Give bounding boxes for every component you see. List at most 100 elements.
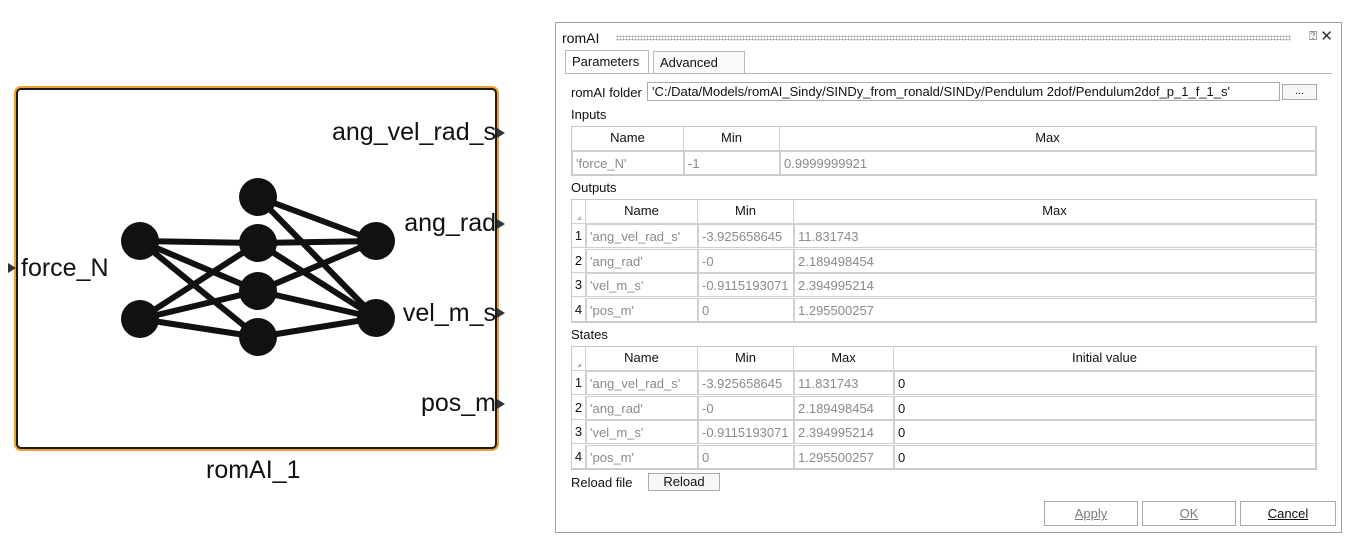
- network-edge: [139, 288, 259, 322]
- network-node: [239, 318, 277, 356]
- network-node: [239, 224, 277, 262]
- network-edge: [255, 194, 379, 321]
- network-node: [239, 178, 277, 216]
- question-icon[interactable]: ⍰: [1309, 28, 1317, 43]
- state-row-index: 1: [572, 371, 586, 395]
- romai-block[interactable]: [16, 88, 497, 449]
- dialog-title: romAI: [562, 30, 600, 46]
- network-node: [121, 222, 159, 260]
- ok-button[interactable]: OK: [1142, 501, 1236, 526]
- input-port-force-n: force_N: [21, 254, 109, 282]
- output-min-cell[interactable]: -3.925658645: [698, 224, 794, 248]
- inputs-section-label: Inputs: [571, 107, 607, 122]
- state-min-cell[interactable]: -0.9115193071: [698, 420, 794, 444]
- output-min-cell[interactable]: -0.9115193071: [698, 273, 794, 297]
- state-min-cell[interactable]: 0: [698, 444, 794, 469]
- output-min-cell[interactable]: 0: [698, 297, 794, 322]
- tab-advanced[interactable]: Advanced: [653, 51, 745, 73]
- network-edge: [257, 315, 377, 340]
- state-min-cell[interactable]: -0: [698, 395, 794, 420]
- column-header-name[interactable]: Name: [586, 347, 698, 371]
- column-header-min[interactable]: Min: [698, 200, 794, 224]
- network-node: [357, 299, 395, 337]
- column-header-min[interactable]: Min: [698, 347, 794, 371]
- column-header-initial-value[interactable]: Initial value: [894, 347, 1316, 371]
- state-initial-value-cell[interactable]: 0: [894, 420, 1316, 444]
- output-port-arrow[interactable]: [497, 399, 505, 409]
- output-port-ang-rad: ang_rad: [404, 209, 496, 237]
- state-initial-value-cell[interactable]: 0: [894, 444, 1316, 469]
- table-row: 'force_N' -1 0.9999999921: [572, 151, 1316, 175]
- network-edge: [138, 240, 260, 322]
- column-header-min[interactable]: Min: [684, 127, 780, 151]
- state-name-cell[interactable]: 'ang_vel_rad_s': [586, 371, 698, 395]
- output-min-cell[interactable]: -0: [698, 248, 794, 273]
- state-min-cell[interactable]: -3.925658645: [698, 371, 794, 395]
- state-name-cell[interactable]: 'pos_m': [586, 444, 698, 469]
- output-port-pos-m: pos_m: [420, 389, 496, 417]
- title-bar-grip[interactable]: [616, 35, 1291, 41]
- browse-button[interactable]: ...: [1282, 84, 1317, 100]
- column-header-max[interactable]: Max: [794, 200, 1316, 224]
- input-port-arrow[interactable]: [8, 263, 16, 273]
- tab-parameters[interactable]: Parameters: [565, 50, 649, 74]
- block-name-label[interactable]: romAI_1: [206, 456, 301, 484]
- output-port-vel-m-s: vel_m_s: [402, 299, 496, 327]
- output-name-cell[interactable]: 'pos_m': [586, 297, 698, 322]
- folder-label: romAI folder: [571, 85, 642, 100]
- output-port-ang-vel-rad-s: ang_vel_rad_s: [331, 118, 496, 146]
- apply-button[interactable]: Apply: [1044, 501, 1138, 526]
- state-initial-value-cell[interactable]: 0: [894, 371, 1316, 395]
- input-min-cell[interactable]: -1: [684, 151, 780, 175]
- output-max-cell[interactable]: 2.189498454: [794, 248, 1316, 273]
- output-max-cell[interactable]: 2.394995214: [794, 273, 1316, 297]
- network-edge: [256, 238, 378, 294]
- cancel-button[interactable]: Cancel: [1240, 501, 1336, 526]
- folder-path-field[interactable]: 'C:/Data/Models/romAI_Sindy/SINDy_from_r…: [647, 82, 1280, 101]
- output-row-index: 3: [572, 273, 586, 297]
- table-header: Name Min Max: [572, 200, 1316, 224]
- output-max-cell[interactable]: 1.295500257: [794, 297, 1316, 322]
- output-name-cell[interactable]: 'ang_rad': [586, 248, 698, 273]
- column-header-name[interactable]: Name: [572, 127, 684, 151]
- output-port-arrow[interactable]: [497, 128, 505, 138]
- output-name-cell[interactable]: 'vel_m_s': [586, 273, 698, 297]
- close-icon[interactable]: ✕: [1320, 28, 1333, 45]
- state-initial-value-cell[interactable]: 0: [894, 395, 1316, 420]
- output-port-arrow[interactable]: [497, 219, 505, 229]
- state-max-cell[interactable]: 1.295500257: [794, 444, 894, 469]
- neural-network-icon: [121, 178, 395, 356]
- states-section-label: States: [571, 327, 608, 342]
- row-index-header: [572, 347, 586, 371]
- table-header: Name Min Max Initial value: [572, 347, 1316, 371]
- select-all-corner-icon[interactable]: [577, 363, 581, 367]
- network-node: [357, 222, 395, 260]
- state-name-cell[interactable]: 'ang_rad': [586, 395, 698, 420]
- output-max-cell[interactable]: 11.831743: [794, 224, 1316, 248]
- output-port-arrow[interactable]: [497, 308, 505, 318]
- network-edge: [139, 316, 259, 340]
- state-max-cell[interactable]: 2.394995214: [794, 420, 894, 444]
- state-name-cell[interactable]: 'vel_m_s': [586, 420, 698, 444]
- column-header-max[interactable]: Max: [794, 347, 894, 371]
- reload-button[interactable]: Reload: [648, 473, 720, 491]
- output-name-cell[interactable]: 'ang_vel_rad_s': [586, 224, 698, 248]
- column-header-max[interactable]: Max: [780, 127, 1316, 151]
- select-all-corner-icon[interactable]: [577, 216, 581, 220]
- input-max-cell[interactable]: 0.9999999921: [780, 151, 1316, 175]
- romai-dialog: romAI ⍰ ✕ Parameters Advanced romAI fold…: [555, 22, 1342, 533]
- state-max-cell[interactable]: 11.831743: [794, 371, 894, 395]
- inputs-table: Name Min Max 'force_N' -1 0.9999999921: [571, 126, 1317, 176]
- output-row-index: 4: [572, 297, 586, 322]
- input-name-cell[interactable]: 'force_N': [572, 151, 684, 175]
- state-max-cell[interactable]: 2.189498454: [794, 395, 894, 420]
- column-header-name[interactable]: Name: [586, 200, 698, 224]
- network-edge: [257, 238, 377, 246]
- outputs-section-label: Outputs: [571, 180, 617, 195]
